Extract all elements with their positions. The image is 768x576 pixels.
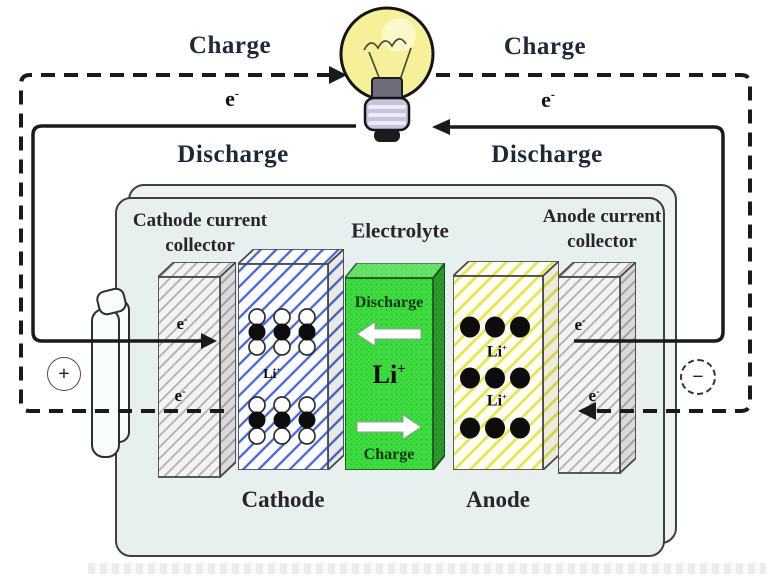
anode-label: Anode: [466, 487, 530, 512]
terminal-tab-front: [91, 308, 120, 458]
bottom-artifact-strip: [88, 563, 766, 574]
cathode-current-collector: [158, 262, 236, 478]
anode-electron-label-top: e-: [574, 315, 586, 334]
charge-arrow-icon: [356, 414, 422, 440]
anode: [453, 261, 559, 470]
cathode-li-ion-label: Li+: [263, 365, 281, 382]
positive-terminal: +: [47, 357, 81, 391]
charge-label-left: Charge: [188, 32, 272, 59]
cathode: [238, 249, 344, 470]
discharge-label-left: Discharge: [177, 141, 289, 168]
cathode-electron-label-top: e-: [176, 314, 188, 333]
cathode-electron-label-bottom: e-: [174, 386, 186, 405]
electrolyte-li-ion-label: Li+: [372, 360, 406, 389]
electrolyte-discharge-label: Discharge: [354, 294, 424, 311]
anode-collector-label: Anode current collector: [542, 206, 662, 252]
cathode-collector-label: Cathode current collector: [132, 210, 268, 256]
discharge-arrow-icon: [356, 321, 422, 347]
electrolyte-label: Electrolyte: [351, 218, 449, 243]
anode-lithium-sites: [460, 316, 530, 439]
negative-terminal: −: [680, 359, 716, 395]
anode-electron-label-bottom: e-: [588, 386, 600, 405]
anode-li-ion-label-2: Li+: [486, 391, 508, 410]
electrolyte-charge-label: Charge: [363, 446, 415, 463]
anode-li-ion-label-1: Li+: [486, 342, 508, 361]
cathode-label: Cathode: [241, 487, 325, 512]
anode-current-collector: [558, 262, 636, 474]
charge-label-right: Charge: [503, 33, 587, 60]
electron-label-left: e-: [225, 86, 239, 111]
negative-sign: −: [692, 365, 704, 388]
discharge-label-right: Discharge: [491, 141, 603, 168]
electron-label-right: e-: [541, 87, 555, 112]
positive-sign: +: [58, 362, 70, 385]
light-bulb-icon: [336, 2, 442, 144]
